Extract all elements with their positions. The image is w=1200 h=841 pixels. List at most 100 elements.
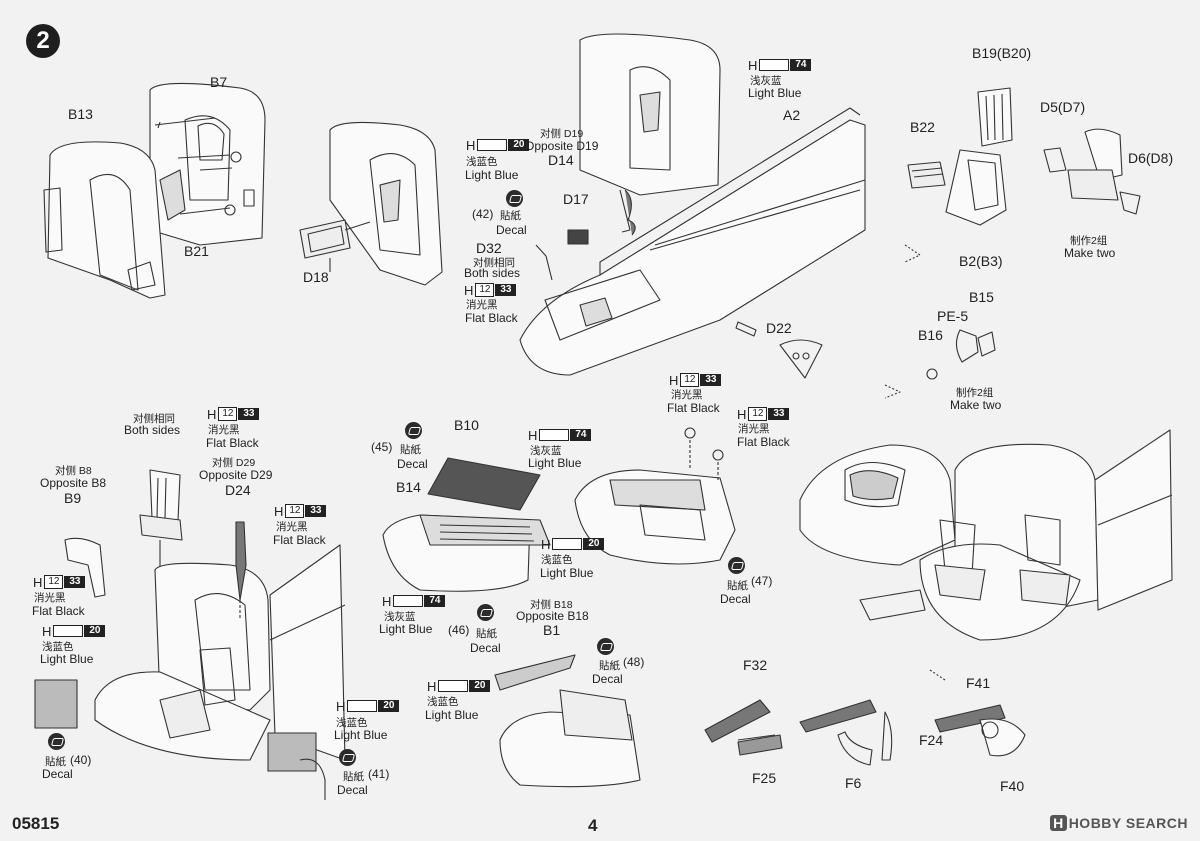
note-opp-b8-en: Opposite B8 (40, 476, 107, 490)
part-label-d18: D18 (303, 269, 329, 285)
kit-code: 05815 (12, 814, 60, 833)
note-both-sides-en-top: Both sides (464, 266, 521, 280)
paint-number: 74 (570, 429, 592, 441)
part-label-f25: F25 (752, 770, 777, 786)
part-label-pe5: PE-5 (937, 308, 969, 324)
paint-swatch (347, 700, 378, 712)
paint-swatch (53, 625, 84, 637)
paint-number-a: 12 (285, 504, 305, 518)
decal-en-47: Decal (720, 592, 751, 606)
paint-number: 74 (790, 59, 812, 71)
note-opp-b18-en: Opposite B18 (516, 609, 589, 623)
decal-en-48: Decal (592, 672, 623, 686)
paint-en-h1233-mid: Flat Black (667, 401, 720, 415)
decal-cn-45: 貼紙 (400, 444, 421, 456)
paint-cn-h1233-mid: 消光黑 (671, 389, 703, 401)
part-label-d24: D24 (225, 482, 251, 498)
paint-cn-h74-b10: 浅灰蓝 (530, 445, 562, 457)
part-label-b2: B2(B3) (959, 253, 1003, 269)
bulkhead-b7-drawing (43, 82, 266, 299)
paint-callout-h74-b14: H 74 (382, 593, 446, 609)
paint-en-h20-left: Light Blue (40, 652, 94, 666)
decal-number-45: (45) (371, 440, 393, 454)
decal-cn-46: 貼紙 (476, 628, 497, 640)
paint-h-letter: H (748, 57, 758, 73)
part-label-d32: D32 (476, 240, 502, 256)
part-label-d14: D14 (548, 152, 574, 168)
part-label-d22: D22 (766, 320, 792, 336)
decal-number-40: (40) (70, 753, 92, 767)
paint-cn-h1233-d24: 消光黑 (276, 521, 308, 533)
decal-en-42: Decal (496, 223, 527, 237)
part-label-f6: F6 (845, 775, 862, 791)
paint-cn-h1233-seat: 消光黑 (208, 424, 240, 436)
seat-assembly-drawing (884, 87, 1141, 399)
note-opp-d19-en: Opposite D19 (525, 139, 599, 153)
watermark-logo: H (1050, 815, 1067, 831)
assembled-nose-drawing (799, 429, 1173, 681)
paint-cn-h74-b14: 浅灰蓝 (384, 611, 416, 623)
paint-cn-h1233-top: 消光黑 (466, 299, 498, 311)
part-label-b9: B9 (64, 490, 82, 506)
note-opp-d29-en: Opposite D29 (199, 468, 273, 482)
paint-h-letter: H (466, 137, 476, 153)
paint-cn-h20-b14: 浅蓝色 (541, 554, 573, 566)
part-label-f24: F24 (919, 732, 944, 748)
paint-number-a: 12 (218, 407, 238, 421)
paint-en-h1233-top: Flat Black (465, 311, 518, 325)
paint-en-h1233-b9: Flat Black (32, 604, 85, 618)
part-label-b22: B22 (910, 119, 935, 135)
note-both-sides-cn-left: 对侧相同 (133, 413, 175, 425)
paint-cn-h20-panel: 浅蓝色 (336, 717, 368, 729)
part-label-f40: F40 (1000, 778, 1025, 794)
paint-number-b: 33 (768, 408, 790, 420)
paint-en-h74-top: Light Blue (748, 86, 802, 100)
paint-h-letter: H (737, 406, 747, 422)
note-opp-b8-cn: 对侧 B8 (55, 465, 92, 477)
part-label-d6: D6(D8) (1128, 150, 1174, 166)
part-label-b13: B13 (68, 106, 93, 122)
paint-swatch (438, 680, 469, 692)
decal-en-45: Decal (397, 457, 428, 471)
paint-number: 20 (378, 700, 400, 712)
paint-h-letter: H (382, 593, 392, 609)
part-label-b19: B19(B20) (972, 45, 1032, 61)
page-number: 4 (588, 816, 598, 835)
paint-h-letter: H (541, 536, 551, 552)
paint-h-letter: H (669, 372, 679, 388)
paint-cn-h20-left: 浅蓝色 (42, 641, 74, 653)
paint-number-b: 33 (495, 284, 517, 296)
decal-cn-42: 貼紙 (500, 210, 521, 222)
paint-swatch (552, 538, 583, 550)
paint-h-letter: H (528, 427, 538, 443)
paint-number: 74 (424, 595, 446, 607)
paint-cn-h20-b1: 浅蓝色 (427, 696, 459, 708)
paint-h-letter: H (33, 574, 43, 590)
paint-number: 20 (508, 139, 530, 151)
instrument-panel-drawing (382, 427, 736, 788)
decal-number-47: (47) (751, 574, 773, 588)
fuselage-a2-drawing (519, 33, 866, 379)
part-label-d17: D17 (563, 191, 589, 207)
note-make-two-cn-lamp: 制作2组 (956, 387, 994, 399)
paint-number: 20 (84, 625, 106, 637)
paint-number: 20 (469, 680, 491, 692)
paint-callout-h20-top: H 20 (466, 137, 530, 153)
decal-cn-40: 貼紙 (45, 756, 66, 768)
paint-number-a: 12 (475, 283, 495, 297)
paint-number-b: 33 (238, 408, 260, 420)
paint-en-h20-b14: Light Blue (540, 566, 594, 580)
step-number-badge: 2 (26, 24, 60, 58)
decal-icon-40 (48, 733, 65, 750)
